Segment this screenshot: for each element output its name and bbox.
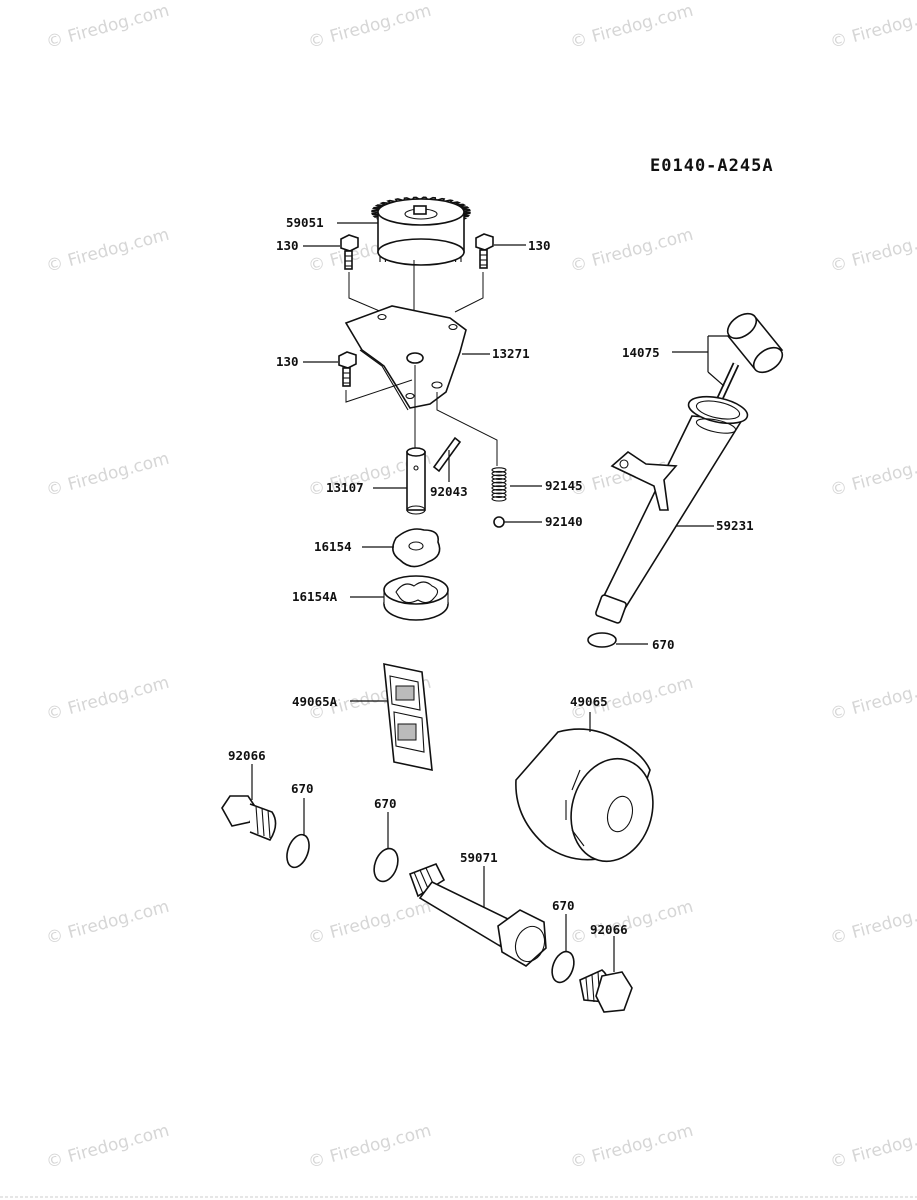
tube-59231 (595, 395, 749, 624)
watermark: © Firedog.com (44, 1, 171, 53)
bolt-130-right (475, 233, 494, 269)
watermark: © Firedog.com (828, 449, 917, 501)
spring-coil (491, 481, 507, 488)
o-ring-670 (373, 847, 399, 883)
watermark: © Firedog.com (568, 1, 695, 53)
assembly-line (436, 392, 498, 466)
gear-59051 (371, 196, 471, 266)
watermark: © Firedog.com (828, 1, 917, 53)
label-49065A: 49065A (292, 694, 338, 709)
watermark: © Firedog.com (568, 1121, 695, 1173)
label-130-right: 130 (528, 238, 551, 253)
spring-92145 (491, 467, 507, 502)
watermark: © Firedog.com (44, 1121, 171, 1173)
watermark: © Firedog.com (44, 449, 171, 501)
label-92145: 92145 (545, 478, 583, 493)
ball-92140 (493, 516, 505, 528)
label-16154: 16154 (314, 539, 352, 554)
watermark: © Firedog.com (44, 897, 171, 949)
label-130-lower: 130 (276, 354, 299, 369)
nipple-59071 (408, 862, 547, 967)
bolt-130-left (340, 234, 359, 270)
o-ring-670 (587, 632, 617, 648)
label-670-right: 670 (552, 898, 575, 913)
label-59231: 59231 (716, 518, 754, 533)
spring-coil (491, 478, 507, 484)
watermark: © Firedog.com (306, 897, 433, 949)
label-13271: 13271 (492, 346, 530, 361)
label-92140: 92140 (545, 514, 583, 529)
spring-coil (491, 474, 507, 480)
filter-49065 (515, 728, 654, 863)
watermark: © Firedog.com (306, 1121, 433, 1173)
diagram-code: E0140-A245A (650, 156, 774, 176)
rotor-16154A (383, 575, 449, 621)
assembly-line (348, 272, 383, 313)
label-59051: 59051 (286, 215, 324, 230)
assembly-line (345, 379, 413, 403)
spring-coil (491, 485, 507, 491)
o-ring-670 (551, 950, 575, 984)
label-16154A: 16154A (292, 589, 338, 604)
spring-coil (491, 492, 507, 498)
watermark: © Firedog.com (44, 225, 171, 277)
label-14075: 14075 (622, 345, 660, 360)
spring-coil (491, 496, 507, 502)
watermark: © Firedog.com (568, 897, 695, 949)
label-670-tube: 670 (652, 637, 675, 652)
watermark: © Firedog.com (828, 673, 917, 725)
assembly-line (454, 272, 484, 313)
plug-92066-left (221, 795, 277, 841)
watermark: © Firedog.com (306, 1, 433, 53)
label-92066-right: 92066 (590, 922, 628, 937)
screen-49065A (383, 662, 433, 772)
watermark-layer: © Firedog.com © Firedog.com © Firedog.co… (44, 1, 917, 1173)
watermark: © Firedog.com (568, 225, 695, 277)
o-ring-670 (286, 833, 310, 869)
watermark: © Firedog.com (828, 225, 917, 277)
label-49065: 49065 (570, 694, 608, 709)
watermark: © Firedog.com (828, 897, 917, 949)
leader-14075 (672, 335, 730, 387)
spring-coil (491, 467, 507, 473)
spring-coil (491, 470, 507, 477)
label-59071: 59071 (460, 850, 498, 865)
plug-92066-right (579, 969, 633, 1013)
watermark: © Firedog.com (828, 1121, 917, 1173)
label-92043: 92043 (430, 484, 468, 499)
pin-92043 (432, 436, 462, 473)
rotor-16154 (392, 528, 441, 568)
plate-13271 (344, 305, 467, 411)
label-130-left: 130 (276, 238, 299, 253)
label-670-left: 670 (291, 781, 314, 796)
shaft-13107 (406, 447, 426, 515)
label-670-mid: 670 (374, 796, 397, 811)
bolt-130-lower (338, 351, 357, 387)
label-92066-left: 92066 (228, 748, 266, 763)
watermark: © Firedog.com (44, 673, 171, 725)
label-13107: 13107 (326, 480, 364, 495)
spring-coil (491, 488, 507, 495)
